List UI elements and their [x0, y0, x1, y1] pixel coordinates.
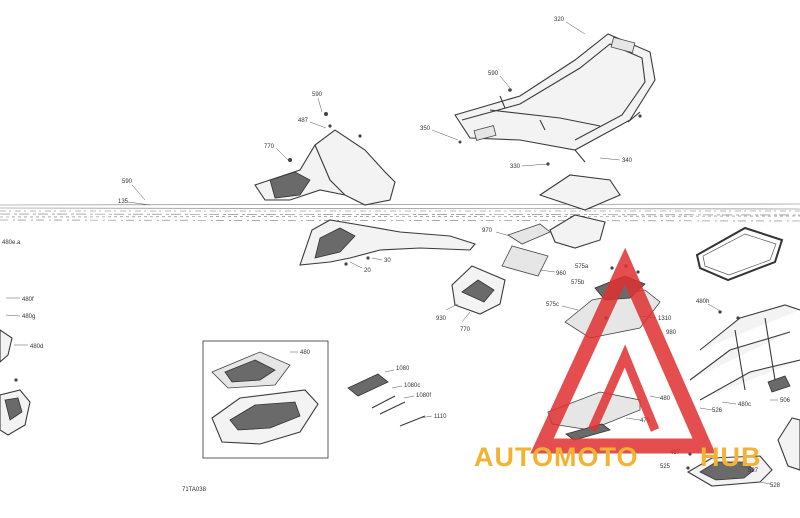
- label-1080c: 1080c: [404, 383, 420, 389]
- label-930: 930: [436, 316, 447, 322]
- hardware-kit-1080[interactable]: [347, 373, 426, 427]
- label-590: 590: [312, 92, 323, 98]
- left-edge-parts[interactable]: [0, 329, 31, 436]
- label-480d: 480d: [30, 344, 43, 350]
- label-590: 590: [122, 179, 133, 185]
- label-1110: 1110: [434, 414, 447, 420]
- panel-960[interactable]: [501, 245, 549, 277]
- panel-970[interactable]: [507, 223, 551, 245]
- rear-rack-320[interactable]: [454, 33, 656, 163]
- bracket-assembly[interactable]: [538, 174, 621, 249]
- watermark-brand-left: AUTOMOTO: [474, 442, 639, 472]
- watermark-brand-right: HUB: [700, 442, 762, 472]
- label-980: 980: [666, 330, 677, 336]
- label-970: 970: [482, 228, 493, 234]
- label-340: 340: [622, 158, 633, 164]
- label-590: 590: [488, 71, 499, 77]
- label-525: 525: [660, 464, 671, 470]
- label-506: 506: [780, 398, 791, 404]
- diagram-code: 71TA038: [182, 487, 207, 493]
- inset-box-480[interactable]: [202, 340, 329, 459]
- label-480c: 480c: [738, 402, 751, 408]
- label-575a: 575a: [575, 264, 589, 270]
- storage-lid-gasket[interactable]: [695, 226, 784, 282]
- label-770: 770: [264, 144, 275, 150]
- label-135: 135: [118, 199, 129, 205]
- label-1080f: 1080f: [416, 393, 431, 399]
- label-1310: 1310: [658, 316, 672, 322]
- label-480: 480: [300, 350, 311, 356]
- label-575c: 575c: [546, 302, 559, 308]
- label-1080: 1080: [396, 366, 410, 372]
- label-528: 528: [770, 483, 781, 489]
- label-526: 526: [712, 408, 723, 414]
- label-487: 487: [298, 118, 309, 124]
- label-480f: 480f: [22, 297, 34, 303]
- label-320: 320: [554, 17, 565, 23]
- label-960: 960: [556, 271, 567, 277]
- label-20: 20: [364, 268, 371, 274]
- rear-frame-assembly[interactable]: [689, 304, 800, 401]
- label-30: 30: [384, 258, 391, 264]
- label-770: 770: [460, 327, 471, 333]
- label-480: 480: [660, 396, 671, 402]
- label-330: 330: [510, 164, 521, 170]
- front-fender[interactable]: [299, 219, 476, 266]
- watermark-logo: [530, 247, 716, 454]
- label-575b: 575b: [571, 280, 585, 286]
- side-panel-930[interactable]: [451, 265, 506, 315]
- label-475: 475: [640, 418, 651, 424]
- rear-fender-770[interactable]: [254, 129, 396, 206]
- label-480g: 480g: [22, 314, 35, 320]
- label-350: 350: [420, 126, 431, 132]
- label-480e-a: 480e.a: [2, 240, 21, 246]
- label-527: 527: [748, 468, 759, 474]
- label-480h: 480h: [696, 299, 709, 305]
- rear-grip-525[interactable]: [686, 417, 800, 487]
- scan-noise-band: [0, 203, 800, 222]
